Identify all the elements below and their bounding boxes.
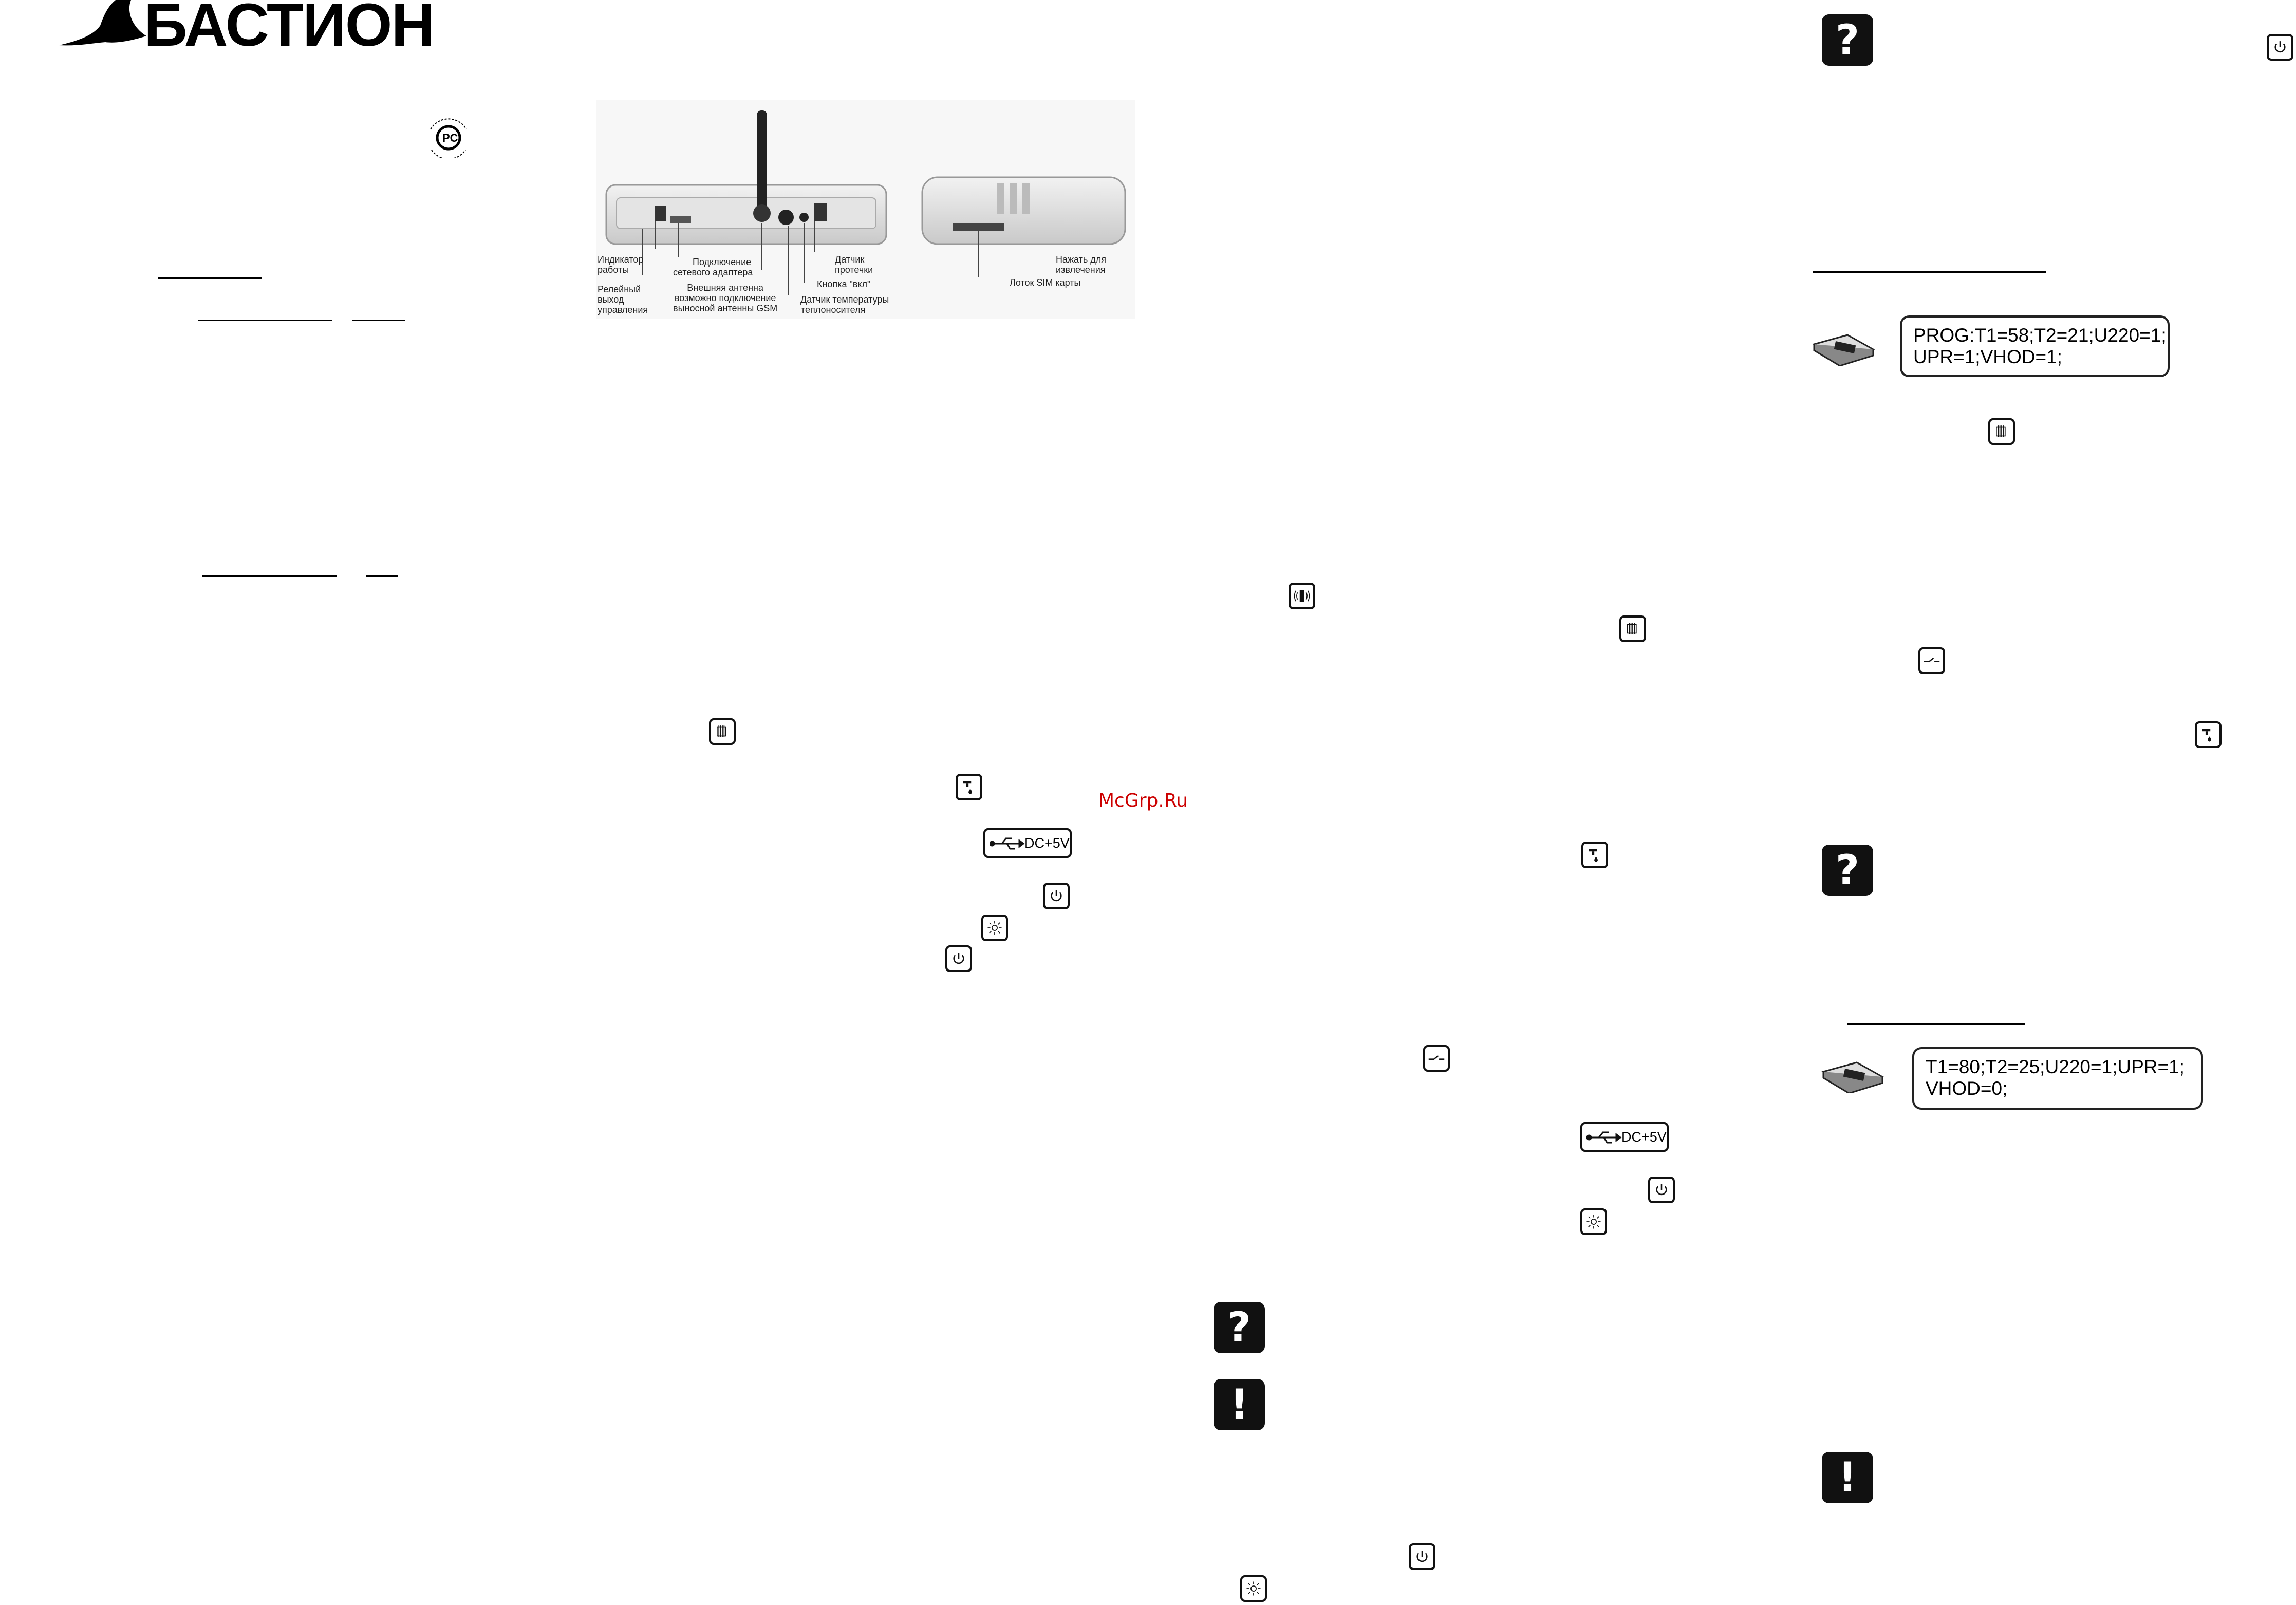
relay-switch-icon — [1423, 1045, 1450, 1072]
usb-power-icon: DC+5V — [1580, 1122, 1669, 1152]
field-line — [198, 320, 332, 321]
power-icon — [1043, 883, 1070, 909]
indicator-light-icon — [1580, 1208, 1607, 1235]
indicator-light-icon — [1240, 1575, 1267, 1602]
power-icon — [945, 945, 972, 972]
svg-text:PC: PC — [442, 132, 458, 144]
indicator-light-icon — [981, 915, 1008, 941]
phone-icon — [1812, 334, 1875, 366]
stingray-logo-icon — [59, 0, 146, 46]
sms-bubble-status: T1=80;T2=25;U220=1;UPR=1;VHOD=0; — [1912, 1047, 2203, 1110]
device-drawing — [596, 100, 1135, 319]
label-sim: Лоток SIM карты — [1010, 277, 1081, 288]
power-icon — [1648, 1177, 1675, 1203]
field-line — [366, 575, 398, 577]
label-button: Кнопка "вкл" — [817, 279, 871, 289]
heater-icon — [1988, 418, 2015, 445]
watermark: McGrp.Ru — [1098, 790, 1188, 811]
question-icon: ? — [1822, 845, 1873, 896]
field-line — [352, 320, 405, 321]
brand-logo: БАСТИОН — [57, 0, 435, 57]
power-icon — [1409, 1543, 1435, 1570]
leak-sensor-icon — [1581, 842, 1608, 868]
field-line — [1813, 271, 2046, 273]
brand-name: БАСТИОН — [144, 0, 435, 59]
leak-sensor-icon — [2195, 721, 2222, 748]
power-icon — [2267, 34, 2293, 61]
phone-icon — [1821, 1061, 1884, 1093]
sms-bubble-prog: PROG:T1=58;T2=21;U220=1;UPR=1;VHOD=1; — [1900, 315, 2170, 377]
question-icon: ? — [1214, 1302, 1265, 1353]
usb-power-icon: DC+5V — [983, 828, 1072, 858]
heater-icon — [1619, 615, 1646, 642]
gsm-antenna-icon — [1289, 583, 1315, 609]
question-icon: ? — [1822, 14, 1873, 66]
certification-seal-icon: PC — [430, 118, 467, 158]
warning-icon: ! — [1214, 1379, 1265, 1430]
warning-icon: ! — [1822, 1452, 1873, 1503]
field-line — [1847, 1023, 2025, 1025]
field-line — [202, 575, 337, 577]
field-line — [158, 277, 262, 279]
heater-icon — [709, 718, 736, 745]
relay-switch-icon — [1918, 647, 1945, 674]
leak-sensor-icon — [956, 774, 982, 800]
